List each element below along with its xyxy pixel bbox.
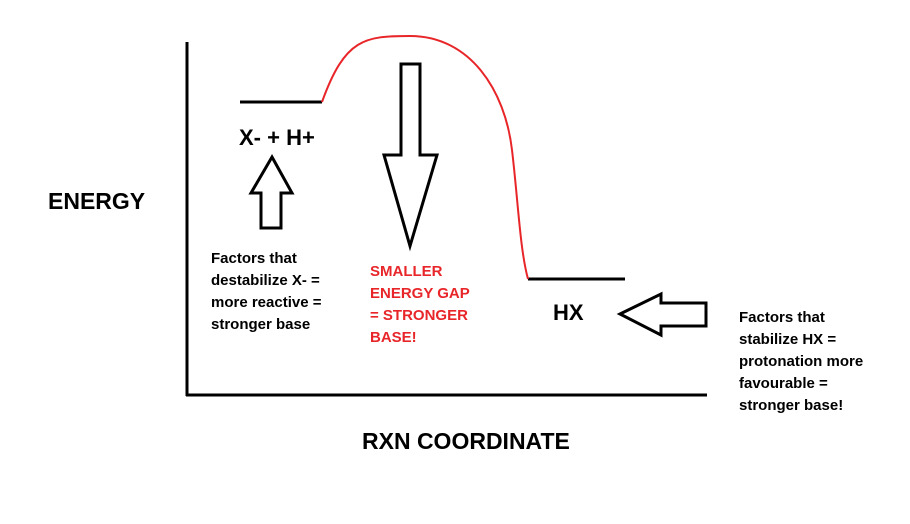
- stabilize-note-line: Factors that: [739, 309, 825, 326]
- stabilize-note-line: favourable =: [739, 375, 828, 392]
- destabilize-note-line: stronger base: [211, 316, 311, 333]
- stabilize-note: Factors that stabilize HX = protonation …: [739, 307, 904, 417]
- reaction-curve: [321, 34, 529, 280]
- destabilize-note-line: more reactive =: [211, 294, 322, 311]
- up-arrow-icon: [248, 153, 295, 230]
- destabilize-note-line: Factors that: [211, 250, 297, 267]
- stabilize-note-line: stronger base!: [739, 397, 844, 414]
- stabilize-note-line: protonation more: [739, 353, 864, 370]
- energy-gap-note-line: = STRONGER: [370, 307, 468, 324]
- x-axis-label: RXN COORDINATE: [362, 428, 570, 454]
- reactant-label: X- + H+: [239, 125, 315, 150]
- stabilize-note-line: stabilize HX =: [739, 331, 837, 348]
- energy-gap-note-line: BASE!: [370, 329, 417, 346]
- energy-gap-note: SMALLER ENERGY GAP = STRONGER BASE!: [370, 261, 510, 349]
- left-arrow-icon: [616, 291, 708, 338]
- y-axis-label: ENERGY: [48, 188, 146, 214]
- energy-gap-note-line: SMALLER: [370, 263, 443, 280]
- down-arrow-icon: [382, 62, 440, 252]
- destabilize-note-line: destabilize X- =: [211, 272, 320, 289]
- product-label: HX: [553, 300, 584, 325]
- destabilize-note: Factors that destabilize X- = more react…: [211, 248, 351, 336]
- energy-gap-note-line: ENERGY GAP: [370, 285, 470, 302]
